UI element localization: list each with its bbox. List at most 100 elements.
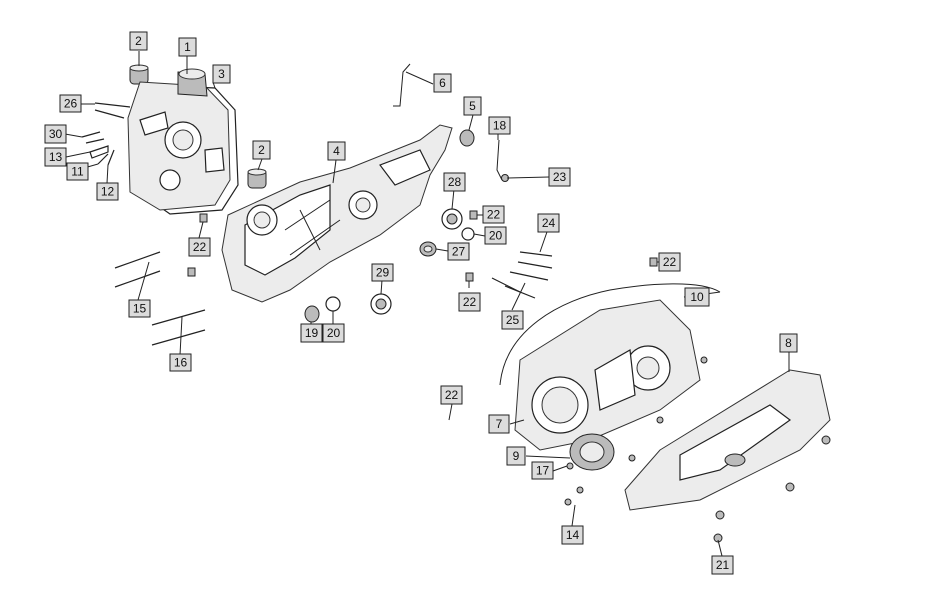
callout-11: 11 [66, 162, 89, 181]
callout-8: 8 [779, 333, 798, 353]
part-1-left-crankcase [127, 68, 231, 211]
part-22-plug-c [469, 210, 478, 220]
part-15-studs [114, 251, 161, 288]
part-22-plug-b [187, 267, 196, 277]
callout-5: 5 [463, 96, 482, 116]
callout-9: 9 [506, 446, 526, 466]
part-6-pipe [393, 63, 411, 107]
part-21-screws [713, 435, 831, 543]
svg-text:28: 28 [448, 175, 462, 189]
svg-text:24: 24 [542, 216, 556, 230]
svg-text:6: 6 [439, 76, 446, 90]
part-9-inspection-cover [569, 433, 615, 471]
callout-1: 1 [178, 37, 197, 57]
callout-29: 29 [371, 263, 394, 282]
svg-text:25: 25 [506, 313, 520, 327]
part-27-seal [419, 241, 437, 257]
callout-17: 17 [531, 461, 554, 480]
svg-text:22: 22 [445, 388, 459, 402]
part-2-bushing-upper [129, 64, 149, 85]
callout-23: 23 [548, 167, 571, 187]
svg-text:3: 3 [218, 67, 225, 81]
callout-22-bottom: 22 [440, 385, 463, 405]
part-11-pin [97, 153, 109, 165]
callout-24: 24 [537, 213, 560, 233]
svg-text:5: 5 [469, 99, 476, 113]
callout-15: 15 [128, 299, 151, 318]
callout-7: 7 [488, 414, 510, 434]
callout-20-upper: 20 [484, 226, 507, 245]
callout-20-lower: 20 [322, 323, 345, 343]
callout-18: 18 [488, 116, 511, 135]
part-25-bolts [491, 277, 536, 299]
part-30-screws [81, 131, 105, 144]
svg-text:10: 10 [690, 290, 704, 304]
callout-16: 16 [169, 353, 192, 372]
svg-text:18: 18 [493, 119, 507, 133]
svg-text:4: 4 [333, 144, 340, 158]
callout-10: 10 [684, 287, 710, 307]
part-28-bearing [441, 208, 463, 230]
callout-22-left: 22 [188, 237, 211, 257]
svg-text:7: 7 [496, 417, 503, 431]
part-22-plug-d [465, 272, 474, 282]
svg-text:23: 23 [553, 170, 567, 184]
svg-text:11: 11 [71, 165, 84, 179]
callout-25: 25 [501, 310, 524, 330]
svg-text:30: 30 [49, 127, 63, 141]
part-17-screw [566, 462, 574, 470]
callout-30: 30 [44, 124, 67, 144]
callout-14: 14 [561, 525, 584, 545]
callout-4: 4 [327, 141, 346, 161]
part-20-washer-a [461, 227, 475, 241]
part-7-transmission-cover [514, 299, 701, 451]
callout-19: 19 [300, 323, 323, 343]
svg-text:1: 1 [184, 40, 191, 54]
callout-22-upper: 22 [482, 205, 505, 224]
part-8-outer-cover [624, 369, 831, 511]
svg-text:12: 12 [101, 185, 115, 199]
part-26-studs [94, 102, 131, 119]
svg-text:22: 22 [463, 295, 477, 309]
part-29-bearing [370, 293, 392, 315]
svg-text:20: 20 [489, 229, 503, 243]
svg-text:13: 13 [49, 150, 63, 164]
callout-22-mid: 22 [458, 292, 481, 312]
svg-text:26: 26 [64, 97, 78, 111]
svg-text:15: 15 [133, 302, 147, 316]
part-2-bushing-lower [247, 168, 267, 189]
svg-text:27: 27 [452, 245, 466, 259]
svg-text:22: 22 [663, 255, 677, 269]
callout-27: 27 [447, 242, 470, 261]
svg-text:2: 2 [135, 34, 142, 48]
part-20-washer-b [325, 296, 341, 312]
callout-28: 28 [443, 172, 466, 192]
svg-text:8: 8 [785, 336, 792, 350]
part-24-bolts [509, 251, 553, 281]
part-16-studs [151, 309, 206, 346]
part-18-link [496, 139, 503, 181]
callout-21: 21 [711, 555, 734, 575]
part-22-plug-a [199, 213, 208, 223]
callout-13: 13 [44, 147, 67, 167]
svg-text:19: 19 [305, 326, 319, 340]
part-5-bearing [459, 129, 475, 147]
part-13-clip [89, 145, 109, 159]
svg-text:22: 22 [193, 240, 207, 254]
callout-26: 26 [59, 94, 82, 113]
svg-text:16: 16 [174, 356, 188, 370]
part-22-plug-e [649, 257, 658, 267]
callout-2-lower: 2 [252, 140, 271, 160]
svg-text:9: 9 [513, 449, 520, 463]
svg-text:29: 29 [376, 266, 390, 280]
part-4-right-crankcase [221, 124, 453, 303]
callout-12: 12 [96, 182, 119, 201]
svg-text:22: 22 [487, 208, 501, 222]
callout-3: 3 [212, 64, 231, 84]
svg-text:2: 2 [258, 143, 265, 157]
callout-2-upper: 2 [129, 31, 148, 51]
part-19-bushing [304, 305, 320, 323]
svg-text:21: 21 [716, 558, 730, 572]
part-12-pin [107, 149, 115, 166]
callout-6: 6 [433, 73, 452, 93]
